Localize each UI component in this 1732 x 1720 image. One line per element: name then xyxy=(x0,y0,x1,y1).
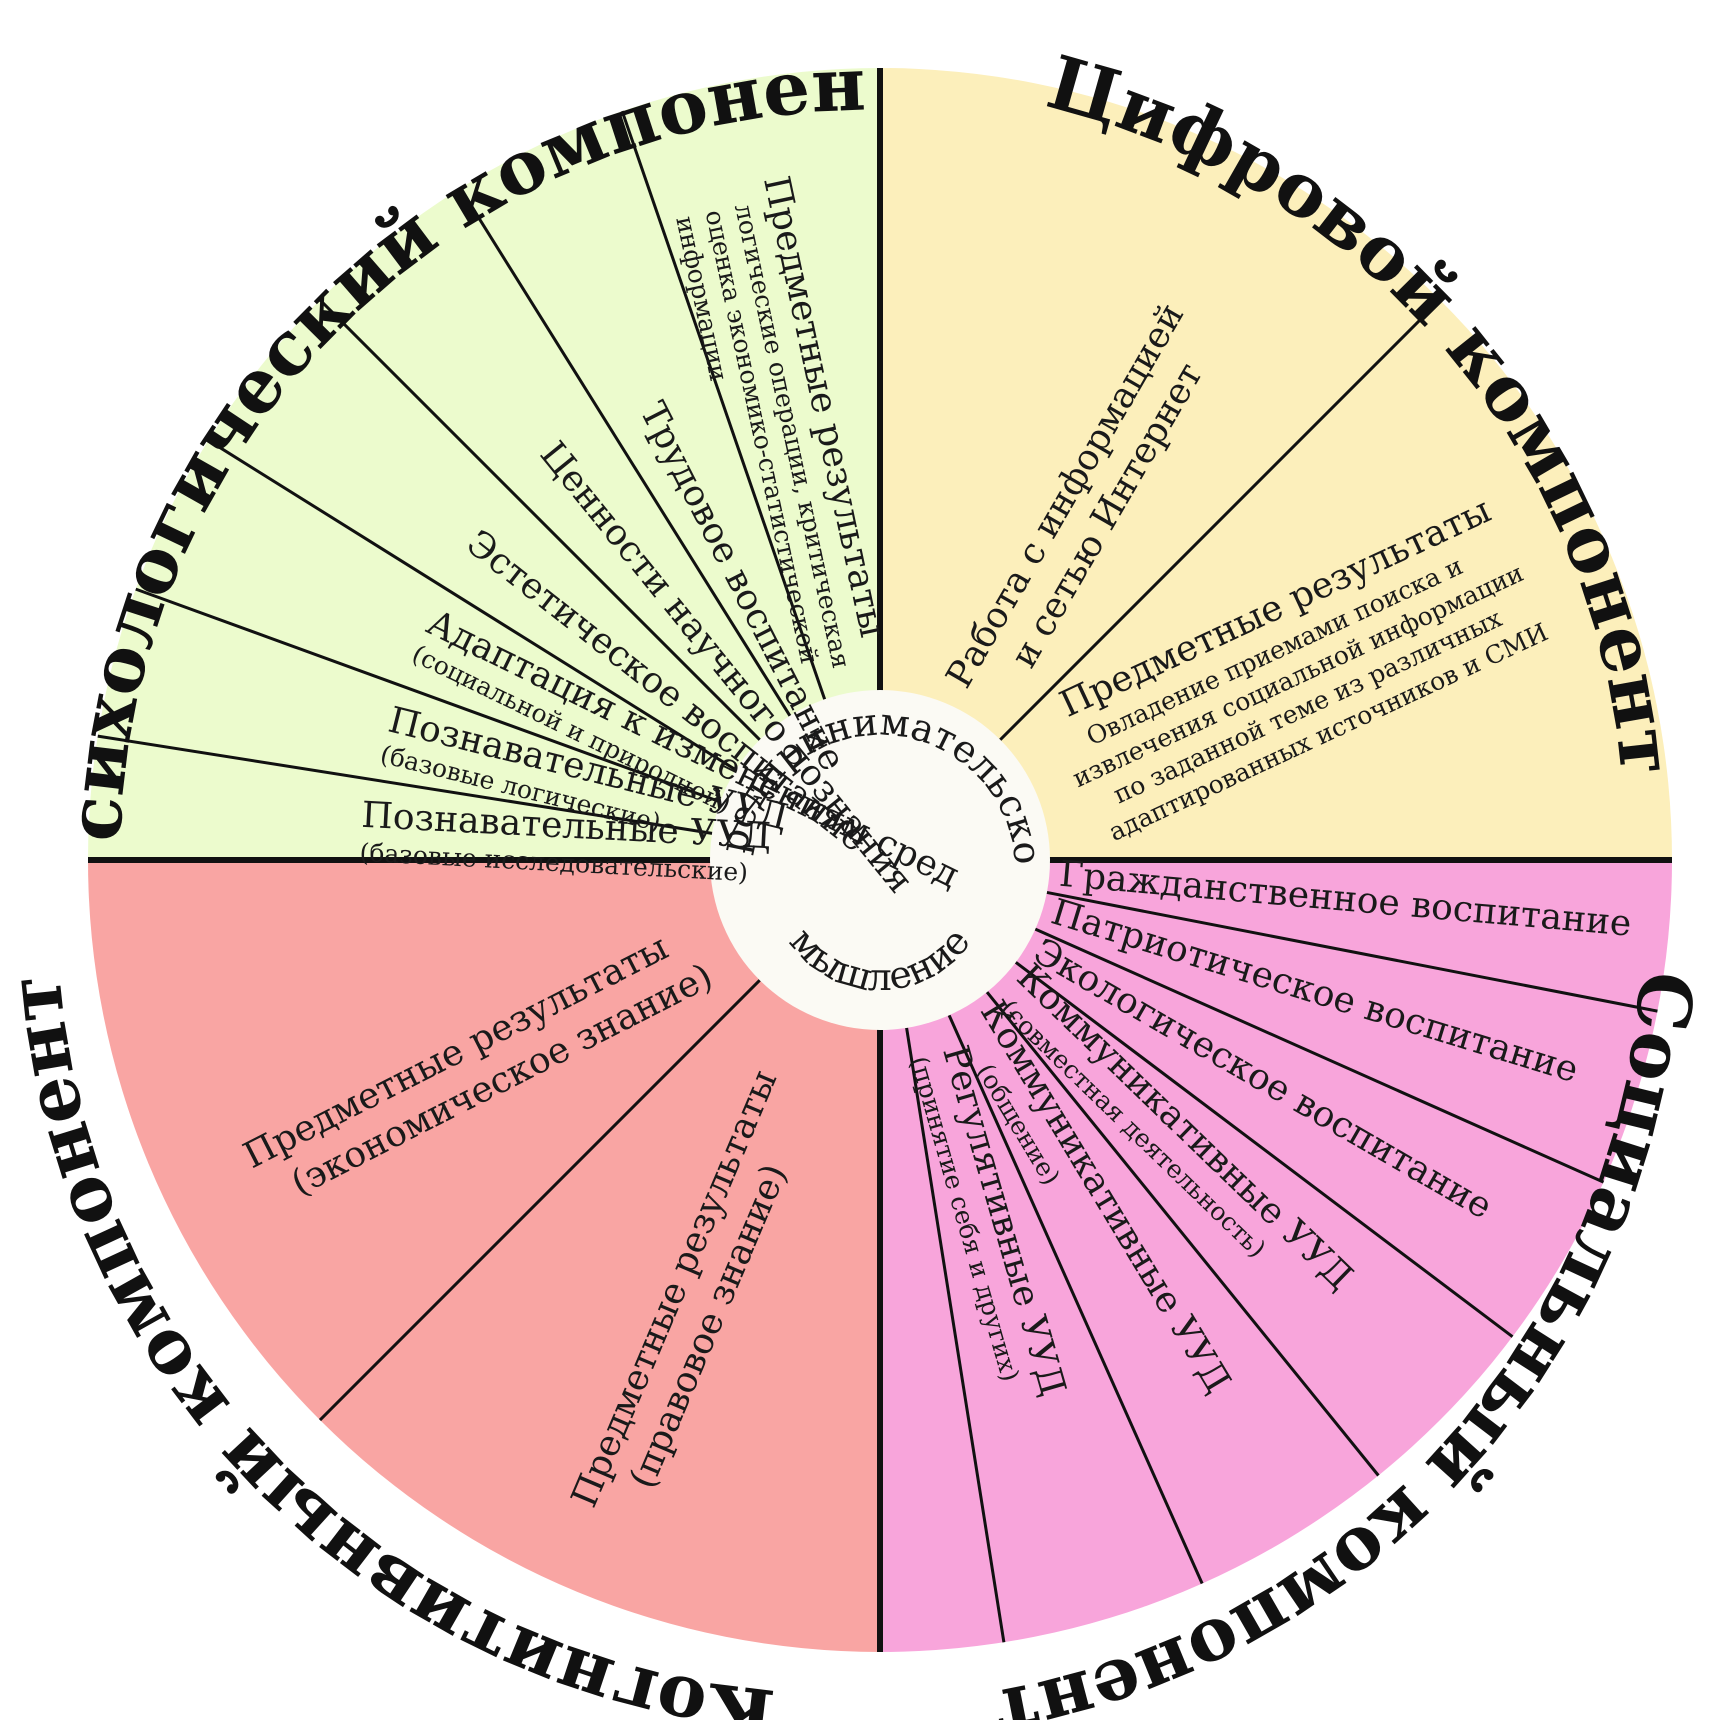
divider-line xyxy=(1046,890,1658,1013)
divider-line xyxy=(947,1014,1204,1585)
divider-line xyxy=(207,439,737,772)
divider-line xyxy=(1014,961,1514,1338)
divider-line xyxy=(985,991,1380,1477)
center-circle xyxy=(710,690,1050,1030)
social-quadrant xyxy=(880,860,1672,1652)
divider-line xyxy=(999,298,1442,741)
divider-line xyxy=(459,187,792,717)
divider-lines xyxy=(97,110,1658,1643)
divider-line xyxy=(135,587,721,804)
divider-line xyxy=(318,298,761,741)
divider-line xyxy=(97,734,713,835)
divider-line xyxy=(905,1027,1006,1643)
divider-line xyxy=(1034,927,1605,1184)
divider-line xyxy=(318,979,761,1422)
divider-line xyxy=(620,110,827,700)
